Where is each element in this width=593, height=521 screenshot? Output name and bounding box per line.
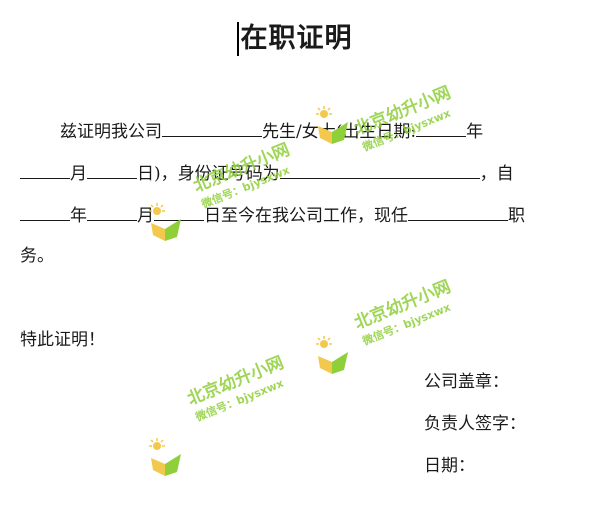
birth-year-blank[interactable] [416, 119, 467, 137]
name-blank[interactable] [162, 119, 262, 137]
text-segment: 年 [466, 122, 484, 142]
text-segment: 月 [70, 164, 87, 184]
start-year-blank[interactable] [20, 203, 70, 221]
watermark-logo-icon [316, 336, 348, 374]
text-segment: 职 [508, 206, 525, 226]
body-line-1: 兹证明我公司 先生/女士(出生日期: 年 [60, 119, 483, 143]
text-segment: 先生/女士(出生日期: [262, 122, 417, 142]
company-seal-label: 公司盖章： [424, 372, 509, 392]
start-month-blank[interactable] [87, 203, 137, 221]
body-line-3: 年 月 日至今在我公司工作，现任 职 [20, 203, 525, 227]
id-number-blank[interactable] [279, 161, 480, 179]
body-line-2: 月 日)，身份证号码为 ，自 [20, 161, 514, 185]
watermark-brand: 北京幼升小网 [351, 276, 454, 334]
closing-text: 特此证明！ [20, 330, 105, 350]
birth-month-blank[interactable] [20, 161, 70, 179]
text-segment: 年 [70, 206, 87, 226]
watermark-brand: 北京幼升小网 [184, 352, 287, 410]
birth-day-blank[interactable] [87, 161, 137, 179]
text-segment: ，自 [479, 164, 514, 184]
watermark-wechat: 微信号：bjysxwx [193, 376, 286, 424]
text-segment: 月 [137, 206, 154, 226]
text-segment: 兹证明我公司 [60, 122, 162, 142]
watermark-wechat: 微信号：bjysxwx [360, 300, 453, 348]
text-segment: 日)，身份证号码为 [137, 164, 280, 184]
body-line-4: 务。 [20, 246, 54, 266]
signer-label: 负责人签字： [424, 414, 526, 434]
watermark-logo-icon [149, 438, 181, 476]
text-segment: 日至今在我公司工作，现任 [204, 206, 408, 226]
position-blank[interactable] [408, 203, 508, 221]
document-title: 在职证明 [240, 23, 353, 54]
text-cursor [237, 22, 239, 56]
start-day-blank[interactable] [154, 203, 204, 221]
date-label: 日期： [424, 456, 475, 476]
watermark: 北京幼升小网 微信号：bjysxwx [145, 353, 295, 490]
